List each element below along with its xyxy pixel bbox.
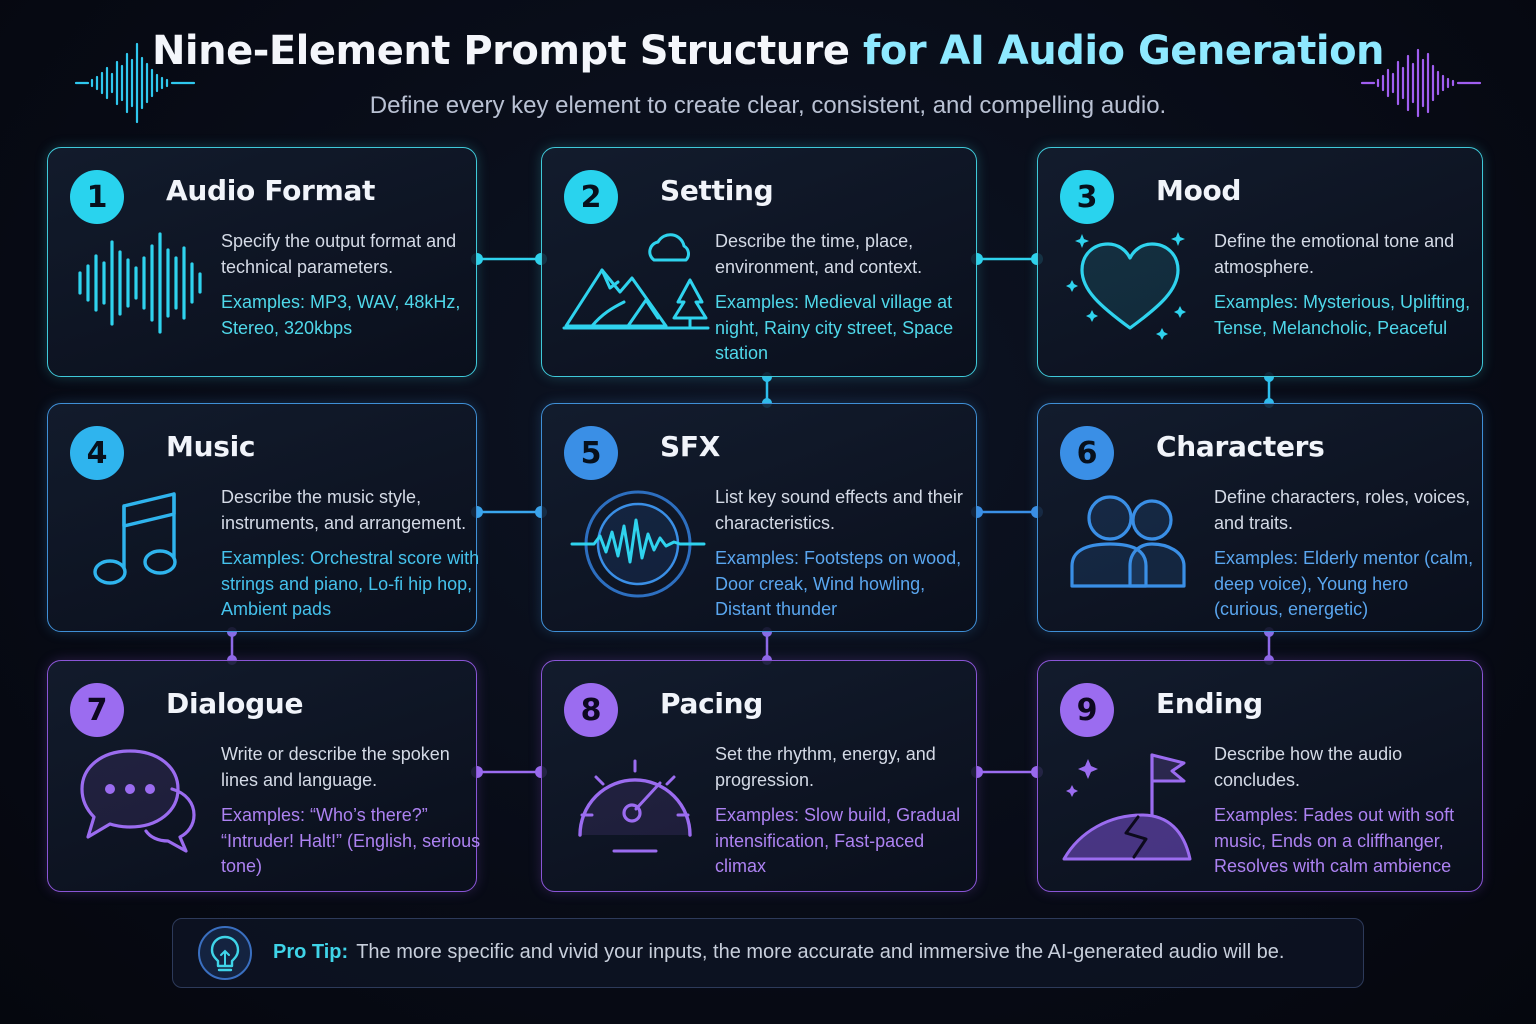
sound-wave-icon <box>78 232 202 334</box>
card-title: Music <box>166 430 256 463</box>
card-description: Describe the time, place, environment, a… <box>715 231 923 277</box>
card-number: 8 <box>564 683 618 737</box>
card-title: Characters <box>1156 430 1325 463</box>
header: Nine-Element Prompt Structure for AI Aud… <box>0 0 1536 140</box>
card-title: Audio Format <box>166 174 376 207</box>
card-examples: Examples: Orchestral score with strings … <box>221 548 480 619</box>
card-examples: Examples: MP3, WAV, 48kHz, Stereo, 320kb… <box>221 292 461 338</box>
page-title: Nine-Element Prompt Structure for AI Aud… <box>151 28 1385 74</box>
card-description: Set the rhythm, energy, and progression. <box>715 744 936 790</box>
card-number: 9 <box>1060 683 1114 737</box>
card-dialogue: 7 Dialogue Write or describe the spoken … <box>47 660 480 892</box>
card-number: 3 <box>1060 170 1114 224</box>
card-number: 1 <box>70 170 124 224</box>
card-ending: 9 Ending Describe how the audio conclude… <box>1037 660 1483 892</box>
card-examples: Examples: Medieval village at night, Rai… <box>715 292 954 363</box>
card-number: 6 <box>1060 426 1114 480</box>
card-sfx: 5 SFX List key sound effects and their c… <box>541 403 977 632</box>
card-title: SFX <box>660 430 720 463</box>
lightbulb-icon <box>198 926 252 980</box>
heart-sparkle-icon <box>1066 232 1186 340</box>
page-subtitle: Define every key element to create clear… <box>369 92 1167 119</box>
people-icon <box>1070 495 1186 588</box>
card-examples: Examples: Slow build, Gradual intensific… <box>715 805 961 876</box>
card-description: Specify the output format and technical … <box>221 231 457 277</box>
pro-tip-label: Pro Tip: <box>273 941 349 963</box>
chat-bubbles-icon <box>80 749 196 853</box>
card-description: Describe how the audio concludes. <box>1214 744 1403 790</box>
card-number: 7 <box>70 683 124 737</box>
card-number: 4 <box>70 426 124 480</box>
card-audio-format: 1 Audio Format Specify the output format… <box>47 147 477 377</box>
card-description: Define the emotional tone and atmosphere… <box>1214 231 1455 277</box>
card-mood: 3 Mood Define the emotional tone and atm… <box>1037 147 1483 377</box>
card-characters: 6 Characters Define characters, roles, v… <box>1037 403 1483 632</box>
landscape-icon <box>562 233 710 330</box>
card-examples: Examples: Mysterious, Uplifting, Tense, … <box>1214 292 1471 338</box>
sound-wave-decoration-icon <box>74 42 196 124</box>
card-description: List key sound effects and their charact… <box>715 487 963 533</box>
card-description: Describe the music style, instruments, a… <box>221 487 467 533</box>
card-description: Write or describe the spoken lines and l… <box>221 744 450 790</box>
pro-tip-text: Pro Tip:The more specific and vivid your… <box>273 941 1285 963</box>
flag-hill-icon <box>1062 753 1192 861</box>
music-note-icon <box>93 492 177 585</box>
sound-effect-icon <box>570 490 706 598</box>
card-examples: Examples: Elderly mentor (calm, deep voi… <box>1214 548 1474 619</box>
card-setting: 2 Setting Describe the time, place, envi… <box>541 147 977 377</box>
sound-wave-decoration-icon <box>1360 48 1482 118</box>
card-music: 4 Music Describe the music style, instru… <box>47 403 479 632</box>
card-title: Setting <box>660 174 774 207</box>
card-title: Dialogue <box>166 687 304 720</box>
card-examples: Examples: “Who’s there?” “Intruder! Halt… <box>221 805 481 876</box>
pro-tip-banner: Pro Tip:The more specific and vivid your… <box>172 918 1364 988</box>
card-examples: Examples: Fades out with soft music, End… <box>1214 805 1455 876</box>
card-title: Ending <box>1156 687 1263 720</box>
card-pacing: 8 Pacing Set the rhythm, energy, and pro… <box>541 660 977 892</box>
card-examples: Examples: Footsteps on wood, Door creak,… <box>715 548 962 619</box>
card-number: 2 <box>564 170 618 224</box>
card-description: Define characters, roles, voices, and tr… <box>1214 487 1471 533</box>
card-title: Pacing <box>660 687 764 720</box>
speedometer-icon <box>578 759 692 853</box>
card-title: Mood <box>1156 174 1242 207</box>
card-number: 5 <box>564 426 618 480</box>
